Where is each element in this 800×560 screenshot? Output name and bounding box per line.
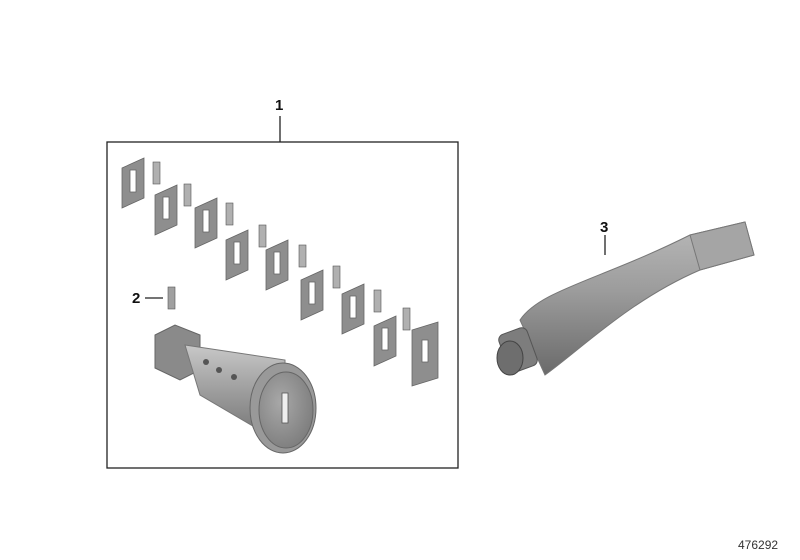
springs bbox=[152, 161, 411, 331]
lock-cylinder bbox=[154, 324, 317, 454]
lock-wafers bbox=[121, 157, 439, 387]
spring-pin-2 bbox=[145, 286, 176, 310]
grease-tube bbox=[496, 221, 755, 376]
diagram-reference-number: 476292 bbox=[738, 538, 779, 552]
callout-1: 1 bbox=[275, 97, 284, 114]
set-box bbox=[106, 116, 459, 469]
callout-3: 3 bbox=[600, 219, 609, 236]
callout-2: 2 bbox=[132, 290, 141, 307]
